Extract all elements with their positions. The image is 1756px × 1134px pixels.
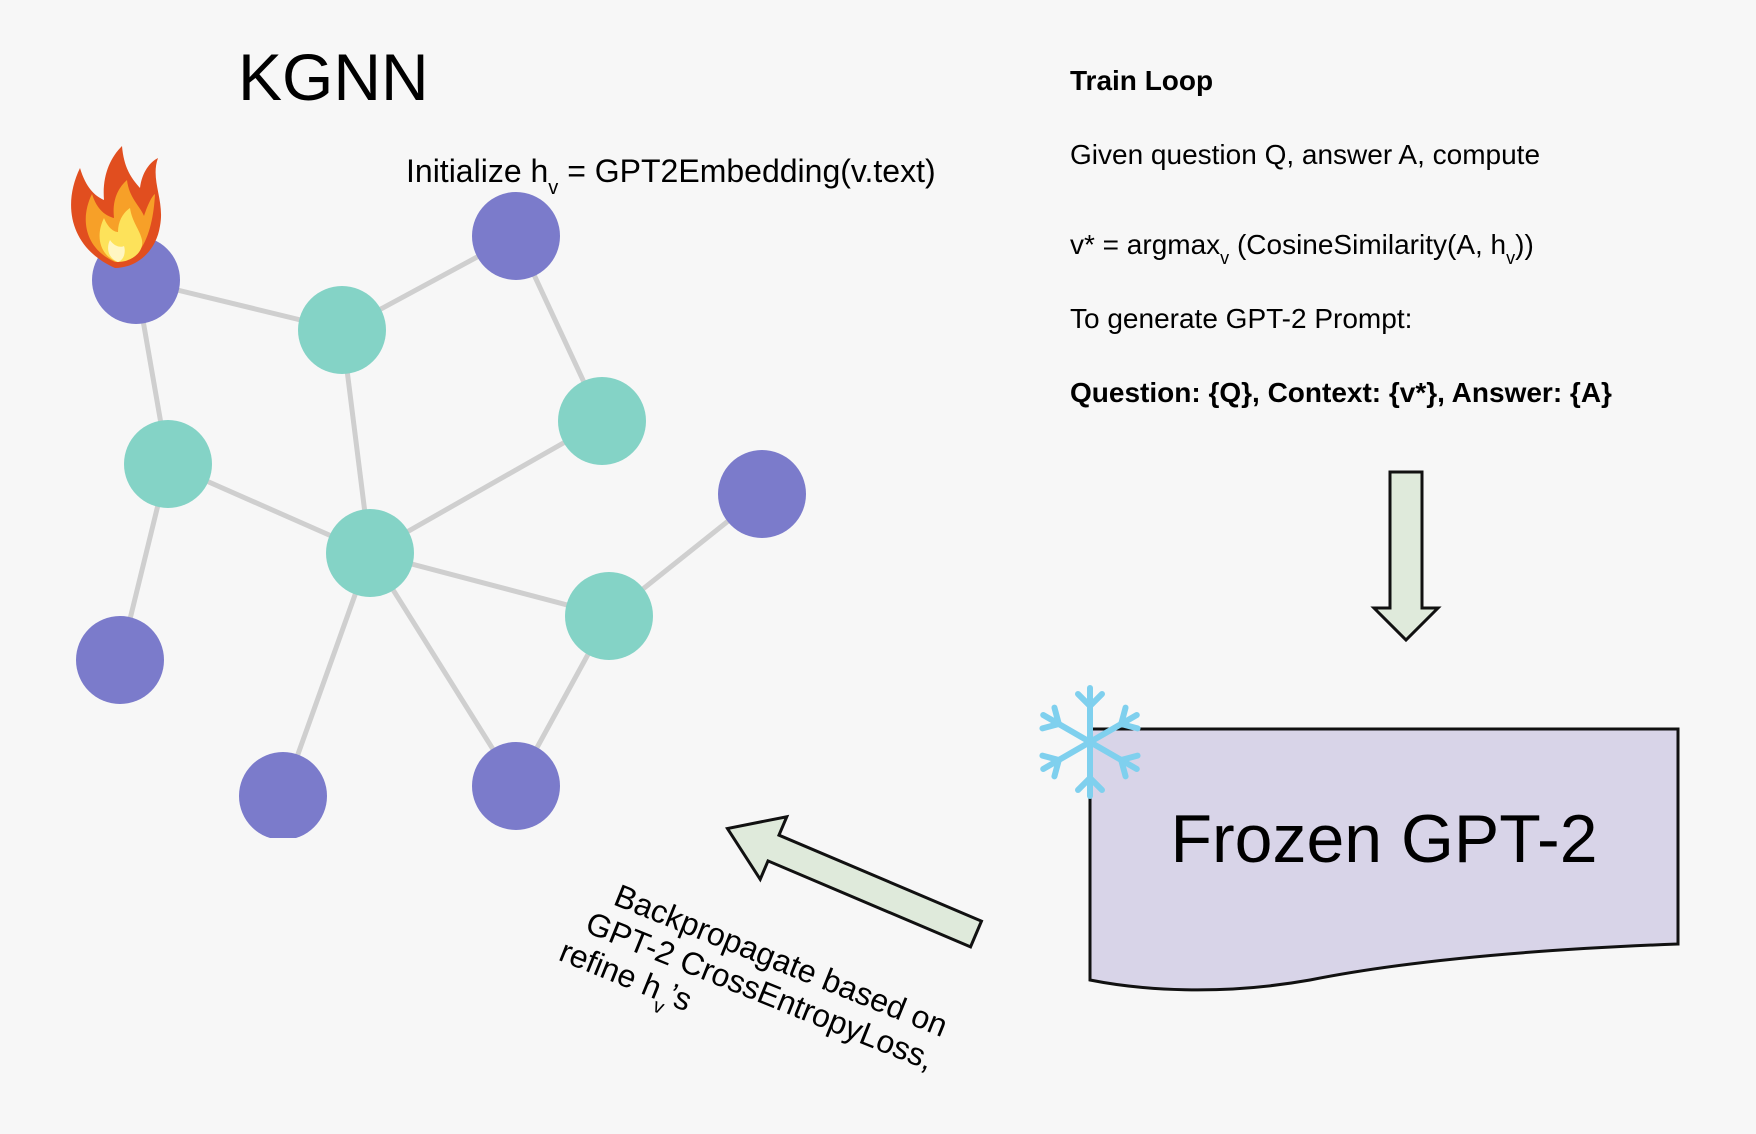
fire-icon	[71, 146, 162, 268]
node-crop-mask	[806, 440, 836, 550]
frozen-gpt2-box	[1088, 727, 1680, 992]
argmax-prefix: v* = argmax	[1070, 229, 1220, 260]
train-loop-heading: Train Loop	[1070, 65, 1213, 96]
init-suffix: = GPT2Embedding(v.text)	[558, 153, 935, 189]
graph-edge	[367, 418, 605, 556]
frozen-gpt2-label: Frozen GPT-2	[1170, 801, 1597, 877]
graph-node-purple	[718, 450, 806, 538]
init-subscript: v	[548, 177, 558, 199]
backprop-line3-suffix: ’s	[663, 976, 697, 1018]
argmax-mid: (CosineSimilarity(A, h	[1229, 229, 1506, 260]
kgnn-title: KGNN	[238, 40, 429, 114]
down-arrow-icon	[1370, 470, 1442, 643]
init-equation: Initialize hv = GPT2Embedding(v.text)	[406, 153, 936, 199]
train-loop-line3: To generate GPT-2 Prompt:	[1070, 303, 1412, 334]
graph-node-teal	[565, 572, 653, 660]
graph-node-purple	[239, 752, 327, 840]
graph-edges	[117, 233, 765, 799]
init-prefix: Initialize h	[406, 153, 548, 189]
graph-node-purple	[472, 742, 560, 830]
graph-nodes	[76, 192, 806, 840]
train-loop-line1: Given question Q, answer A, compute	[1070, 139, 1540, 170]
graph-node-purple	[472, 192, 560, 280]
backprop-arrow-icon	[725, 814, 984, 949]
graph-node-purple	[76, 616, 164, 704]
graph-edge	[367, 550, 519, 789]
snowflake-icon	[1039, 685, 1141, 799]
prompt-template: Question: {Q}, Context: {v*}, Answer: {A…	[1070, 377, 1612, 408]
argmax-subscript: v	[1220, 248, 1229, 268]
argmax-subscript-h: v	[1506, 248, 1515, 268]
argmax-suffix: ))	[1515, 229, 1534, 260]
graph-node-teal	[326, 509, 414, 597]
train-loop-argmax: v* = argmaxv (CosineSimilarity(A, hv))	[1070, 229, 1534, 268]
node-crop-mask	[230, 838, 340, 868]
graph-node-teal	[558, 377, 646, 465]
graph-node-teal	[298, 286, 386, 374]
graph-node-teal	[124, 420, 212, 508]
